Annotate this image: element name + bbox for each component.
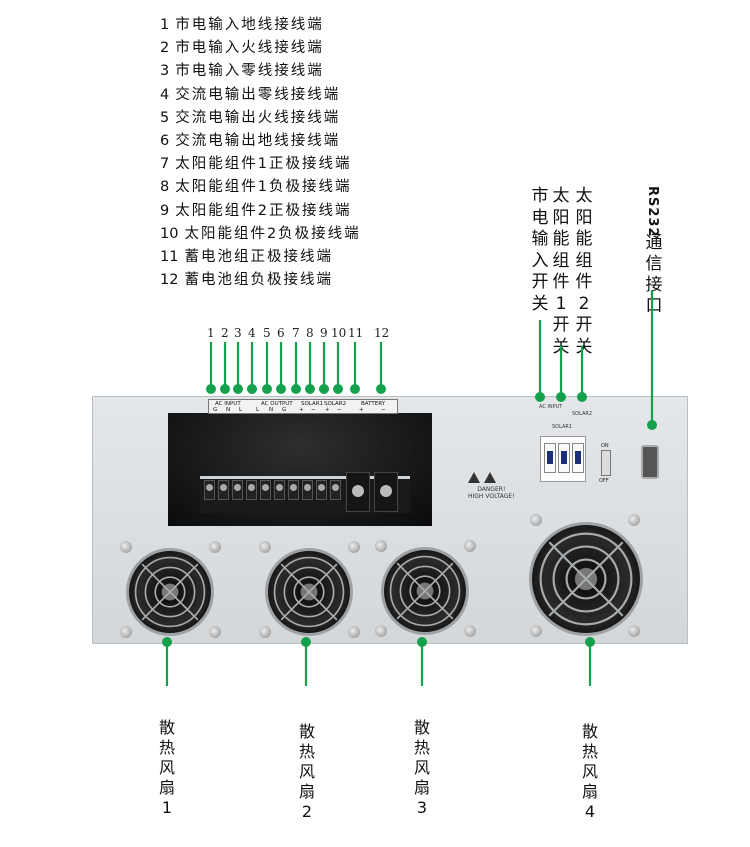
- battery-terminal: [346, 472, 370, 512]
- terminal-number: 6: [277, 326, 285, 340]
- terminal: [316, 480, 327, 500]
- terminal: [288, 480, 299, 500]
- terminal: [330, 480, 341, 500]
- cooling-fan-3: [381, 547, 469, 635]
- terminal: [232, 480, 243, 500]
- battery-terminal: [374, 472, 398, 512]
- terminal-label-strip: AC INPUT AC OUTPUT SOLAR1 SOLAR2 BATTERY…: [208, 399, 398, 414]
- mains-input-breaker[interactable]: [544, 443, 556, 473]
- mains-switch-label: 市电输入开关: [531, 186, 549, 314]
- terminal: [204, 480, 215, 500]
- fan-label-4: 散热风扇4: [581, 722, 598, 821]
- fan-label-2: 散热风扇2: [298, 722, 315, 821]
- terminal-number: 3: [234, 326, 242, 340]
- solar1-switch-label: 太阳能组件1开关: [552, 186, 570, 357]
- power-switch[interactable]: [601, 450, 611, 476]
- fan-label-1: 散热风扇1: [158, 718, 175, 817]
- rs232-cn: 通信接口: [645, 233, 663, 316]
- solar1-breaker[interactable]: [558, 443, 570, 473]
- solar2-switch-label: 太阳能组件2开关: [575, 186, 593, 357]
- terminal-number: 2: [221, 326, 229, 340]
- terminal-number: 1: [207, 326, 215, 340]
- terminal: [302, 480, 313, 500]
- fan-label-3: 散热风扇3: [413, 718, 430, 817]
- terminal-number: 9: [320, 326, 328, 340]
- warning-icon: [468, 472, 480, 483]
- terminal-number: 7: [292, 326, 300, 340]
- terminal-number: 8: [306, 326, 314, 340]
- cooling-fan-4: [529, 522, 643, 636]
- cooling-fan-2: [265, 548, 353, 636]
- solar2-breaker[interactable]: [572, 443, 584, 473]
- terminal-number: 5: [263, 326, 271, 340]
- terminal: [218, 480, 229, 500]
- terminal: [246, 480, 257, 500]
- terminal-number: 10: [331, 326, 347, 340]
- terminal-number: 4: [248, 326, 256, 340]
- terminal: [260, 480, 271, 500]
- terminal-number: 12: [374, 326, 390, 340]
- breaker-panel: [540, 436, 586, 482]
- terminal-number: 11: [348, 326, 364, 340]
- cooling-fan-1: [126, 548, 214, 636]
- terminal: [274, 480, 285, 500]
- warning-icon: [484, 472, 496, 483]
- rs232-port[interactable]: [641, 445, 659, 479]
- danger-warning: DANGER! HIGH VOLTAGE!: [468, 472, 515, 500]
